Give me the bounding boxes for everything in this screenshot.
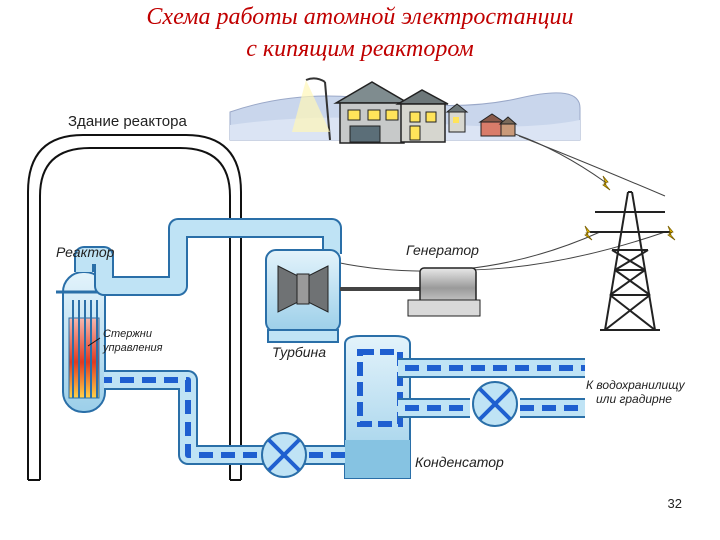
cooling-water-pipes — [398, 358, 585, 418]
condenser — [344, 335, 411, 479]
exhaust-pipe — [267, 329, 339, 343]
control-rods-pointer — [87, 337, 101, 347]
feedwater-pipe — [104, 370, 345, 465]
house-small — [445, 103, 518, 137]
label-reactor-building: Здание реактора — [68, 113, 187, 130]
transmission-tower — [590, 191, 672, 331]
label-generator: Генератор — [406, 242, 479, 258]
label-condenser: Конденсатор — [415, 454, 504, 470]
label-turbine: Турбина — [272, 344, 327, 360]
house-main — [333, 81, 449, 144]
steam-pipe — [74, 218, 342, 296]
generator — [407, 267, 481, 317]
feedwater-pump-icon — [261, 432, 307, 478]
label-control-rods-line2: управления — [103, 342, 163, 354]
turbine — [265, 249, 420, 333]
label-to-reservoir-line2: или градирне — [596, 392, 672, 406]
reactor-vessel — [56, 271, 112, 413]
label-control-rods-line1: Стержни — [103, 328, 152, 340]
diagram-title-line2: с кипящим реактором — [246, 36, 474, 62]
label-to-reservoir-line1: К водохранилищу — [586, 378, 685, 392]
street-lamp — [292, 77, 331, 141]
page-number: 32 — [667, 496, 682, 511]
label-reactor: Реактор — [56, 244, 115, 260]
reactor-building — [27, 134, 242, 481]
cooling-pump-icon — [472, 381, 518, 427]
diagram-title-line1: Схема работы атомной электростанции — [146, 4, 574, 30]
spark-icon — [584, 175, 676, 241]
